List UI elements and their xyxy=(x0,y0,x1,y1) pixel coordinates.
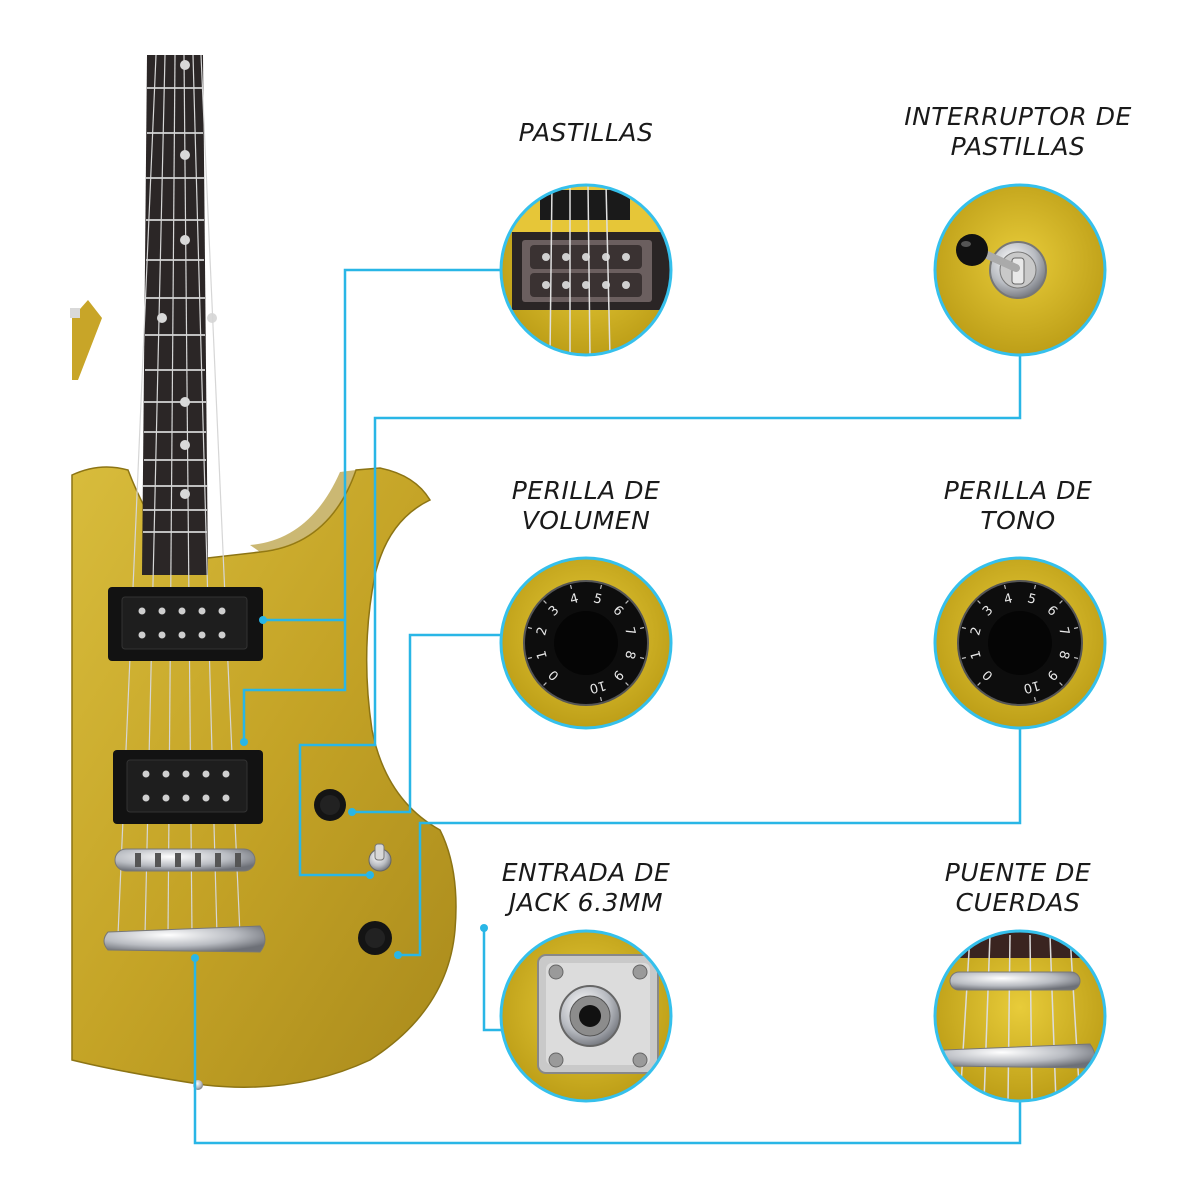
line-tone xyxy=(398,728,1022,957)
label-tone-knob: PERILLA DE TONO xyxy=(943,476,1093,535)
tone-dial-tick xyxy=(977,682,981,686)
bridge-pickup xyxy=(113,750,263,824)
line-pickups xyxy=(263,268,502,622)
volume-dial-number-1: 1 xyxy=(534,649,551,661)
volume-dial-tick xyxy=(569,584,573,590)
switch-body xyxy=(368,843,392,872)
tuneomatic-bridge xyxy=(114,848,256,872)
volume-dial-number-4: 4 xyxy=(568,591,580,608)
line-jack xyxy=(482,928,502,1032)
line-bridge xyxy=(193,958,1022,1145)
detail-bridge xyxy=(935,931,1105,1101)
tone-dial-tick xyxy=(1073,656,1079,660)
tailpiece xyxy=(103,925,266,953)
tone-dial-tick xyxy=(1033,696,1037,702)
tone-dial-tick xyxy=(961,656,967,660)
label-pickups: PASTILLAS xyxy=(518,118,654,147)
line-bridge-pickup xyxy=(242,620,347,742)
volume-dial-number-7: 7 xyxy=(621,625,638,637)
volume-dial-number-2: 2 xyxy=(534,625,551,637)
tone-dial-tick xyxy=(1033,584,1037,590)
volume-dial-tick xyxy=(639,626,645,630)
tone-knob-body xyxy=(358,921,392,955)
volume-dial-tick xyxy=(639,656,645,660)
tone-dial-tick xyxy=(1073,626,1079,630)
tone-dial-tick xyxy=(1059,600,1063,604)
tone-dial-number-10: 10 xyxy=(1022,677,1042,696)
frets xyxy=(143,87,207,533)
volume-dial-tick xyxy=(599,584,603,590)
tone-dial-tick xyxy=(1003,584,1007,590)
callout-lines xyxy=(193,268,1022,1145)
volume-dial-number-5: 5 xyxy=(592,591,604,608)
headstock-edge xyxy=(72,300,102,380)
detail-jack xyxy=(501,931,671,1101)
label-bridge: PUENTE DE CUERDAS xyxy=(944,858,1092,917)
volume-dial-number-8: 8 xyxy=(621,649,638,661)
tone-dial-tick xyxy=(977,600,981,604)
label-pickup-switch: INTERRUPTOR DE PASTILLAS xyxy=(904,102,1132,161)
volume-dial-tick xyxy=(599,696,603,702)
volume-dial-tick xyxy=(625,682,629,686)
volume-dial-number-10: 10 xyxy=(588,677,608,696)
fretboard xyxy=(142,55,208,575)
detail-pickups xyxy=(501,185,671,355)
volume-dial-tick xyxy=(625,600,629,604)
tone-dial-tick xyxy=(961,626,967,630)
line-volume xyxy=(352,633,502,814)
tuner-peg xyxy=(70,308,80,318)
tone-dial-number-1: 1 xyxy=(968,649,985,661)
tone-dial-tick xyxy=(1059,682,1063,686)
label-jack-input: ENTRADA DE JACK 6.3MM xyxy=(501,858,671,917)
volume-dial-tick xyxy=(543,600,547,604)
volume-dial-tick xyxy=(527,656,533,660)
tone-dial-number-7: 7 xyxy=(1055,625,1072,637)
detail-switch xyxy=(935,185,1105,355)
volume-knob-body xyxy=(314,789,346,821)
tone-dial-number-4: 4 xyxy=(1002,591,1014,608)
line-switch xyxy=(298,355,1022,877)
tone-dial-number-8: 8 xyxy=(1055,649,1072,661)
tone-dial-number-2: 2 xyxy=(968,625,985,637)
volume-dial-tick xyxy=(543,682,547,686)
label-volume-knob: PERILLA DE VOLUMEN xyxy=(511,476,661,535)
tone-dial-number-5: 5 xyxy=(1026,591,1038,608)
neck-pickup xyxy=(108,587,263,661)
volume-dial-tick xyxy=(527,626,533,630)
